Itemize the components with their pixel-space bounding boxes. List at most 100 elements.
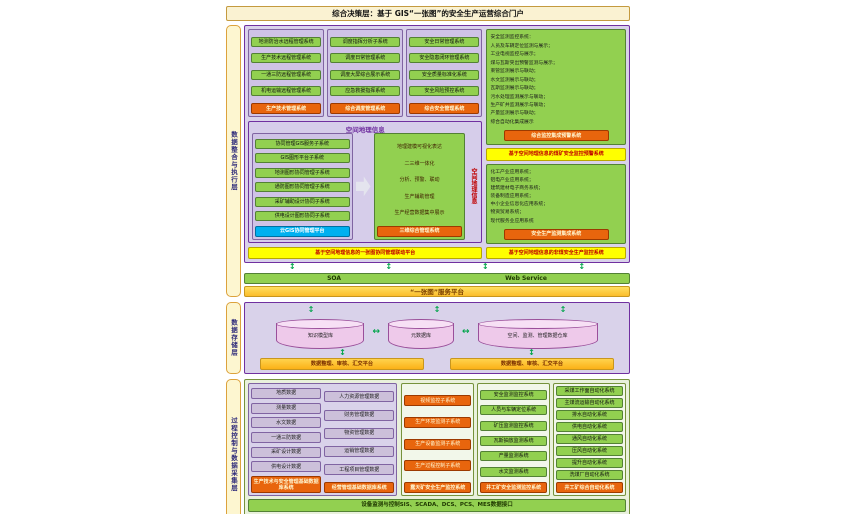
app-box-footer: 综合安全管理系统 <box>409 103 480 114</box>
proc-col-list: 采煤工作面自动化系统主煤流运输自动化系统排水自动化系统供电自动化系统通风自动化系… <box>556 386 623 481</box>
text-line: 污水处理监测展示与联动； <box>490 94 549 100</box>
proc-col-management-data: 人力资源管理数据财务管理数据物资管理数据运销管理数据工程项目管理数据 经营管理基… <box>324 386 395 494</box>
process-panel: 地质数据测量数据水文数据一通三防数据采矿设计数据供电设计数据 生产技术与安全管理… <box>244 379 630 514</box>
spatial-info-side-label: 空间地理信息 <box>469 168 477 205</box>
system-pill: 生产设备监测子系统 <box>404 438 472 450</box>
updown-arrow-icon: ↕ <box>433 306 441 314</box>
updown-arrow-icon: ↕ <box>288 263 296 271</box>
gis-title: 空间地理信息 <box>345 126 385 134</box>
device-interface-bar: 设备监测与控制SIS、SCADA、DCS、PCS、MES数据接口 <box>248 499 626 512</box>
text-line: 生产经营数据集中展示 <box>394 210 445 217</box>
system-pill: 主煤流运输自动化系统 <box>556 398 623 409</box>
system-pill: 产量监测系统 <box>480 451 548 462</box>
system-pill: 安全风险预控系统 <box>409 86 480 97</box>
system-pill: 安全质量标准化系统 <box>409 69 480 80</box>
system-pill: 人员与车辆定位系统 <box>480 405 548 416</box>
system-pill: 提升自动化系统 <box>556 458 623 469</box>
updown-arrow-icon: ↕ <box>481 263 489 271</box>
proc-col-video-monitor: 视频监控子系统生产环境监测子系统生产设备监测子系统生产过程控制子系统 露天矿安全… <box>401 383 475 497</box>
text-line: 分析、预警、联动 <box>399 177 440 184</box>
text-line: 化工产业应用系统； <box>490 169 534 175</box>
text-line: 生产矿井监测展示与联动； <box>490 102 549 108</box>
storage-connector-arrows: ↕ ↕ ↕ <box>248 306 626 314</box>
data-platform-bar-right: 数据整理、审核、汇交平台 <box>450 358 614 371</box>
data-pill: 财务管理数据 <box>324 409 395 421</box>
process-columns: 地质数据测量数据水文数据一通三防数据采矿设计数据供电设计数据 生产技术与安全管理… <box>248 383 626 497</box>
storage-lower-arrows: ↕ ↕ <box>248 349 626 357</box>
gis-3d-list: 地理建模可视化表达二三维一体化分析、预警、联动生产辅助管理生产经营数据集中展示 <box>377 136 463 225</box>
leftright-arrow-icon: ↔ <box>372 327 380 337</box>
system-pill: 通风自动化系统 <box>556 434 623 445</box>
text-line: 综合自动化集成展示 <box>490 119 534 125</box>
text-line: 束管监测展示与联动； <box>490 69 539 75</box>
text-line: 建筑建材电子商务系统； <box>490 185 544 191</box>
updown-arrow-icon: ↕ <box>559 306 567 314</box>
metadata-db-cylinder: 元数据库 <box>388 319 454 349</box>
proc-col-footer: 经营管理基础数据库系统 <box>324 482 395 494</box>
system-pill: 调度指挥分析子系统 <box>330 36 401 47</box>
onemap-service-platform-bar: “一张图”服务平台 <box>244 286 630 297</box>
system-pill: GIS图形平台子系统 <box>255 153 350 164</box>
system-pill: 瓦斯抽放监测系统 <box>480 435 548 446</box>
system-pill: 安全隐患闭环管理系统 <box>409 53 480 64</box>
integration-wrap: 地测防治水远程管理系统生产技术远程管理系统一通三防远程管理系统机电运输远程管理系… <box>244 25 630 297</box>
system-pill: 生产环境监测子系统 <box>404 416 472 428</box>
system-pill: 一通三防远程管理系统 <box>251 69 322 80</box>
decision-layer-banner: 综合决策层：基于 GIS“一张图”的安全生产运营综合门户 <box>226 6 630 21</box>
system-pill: 调度大屏综合展示系统 <box>330 69 401 80</box>
proc-col-safety-monitor: 安全监测监控系统人员与车辆定位系统矿压监测监控系统瓦斯抽放监测系统产量监测系统水… <box>477 383 551 497</box>
app-box-dispatch: 调度指挥分析子系统调度日常管理系统调度大屏综合展示系统应急救援指挥系统 综合调度… <box>327 29 404 117</box>
data-pill: 采矿设计数据 <box>251 446 322 458</box>
system-pill: 安全监测监控系统 <box>480 389 548 400</box>
industry-box: 化工产业应用系统；铝电产业应用系统；建筑建材电子商务系统；装备制造应用系统；中小… <box>486 163 626 244</box>
text-line: 中小企业信息化应用系统； <box>490 202 549 208</box>
system-pill: 通防图形协同管理子系统 <box>255 182 350 193</box>
rail-process-layer: 过程控制与数据采集层 <box>226 379 241 514</box>
proc-col-automation: 采煤工作面自动化系统主煤流运输自动化系统排水自动化系统供电自动化系统通风自动化系… <box>553 383 626 497</box>
proc-col-list: 视频监控子系统生产环境监测子系统生产设备监测子系统生产过程控制子系统 <box>404 386 472 480</box>
basic-data-group: 地质数据测量数据水文数据一通三防数据采矿设计数据供电设计数据 生产技术与安全管理… <box>248 383 398 497</box>
text-line: 产量监测展示与联动； <box>490 111 539 117</box>
text-line: 生产辅助管理 <box>404 193 435 200</box>
integration-right-column: 安全监测监控系统：人员及车辆定位监测与展示；工业电视监控与展示；煤与瓦斯突出预警… <box>486 29 626 259</box>
data-pill: 工程项目管理数据 <box>324 464 395 476</box>
proc-col-footer: 井工矿安全监测监控系统 <box>480 482 548 494</box>
app-box-row: 地测防治水远程管理系统生产技术远程管理系统一通三防远程管理系统机电运输远程管理系… <box>248 29 483 117</box>
app-box-production-tech: 地测防治水远程管理系统生产技术远程管理系统一通三防远程管理系统机电运输远程管理系… <box>248 29 325 117</box>
app-box-footer: 生产技术管理系统 <box>251 103 322 114</box>
database-row: 知识模型库 ↔ 元数据库 ↔ 空间、监测、管理数据仓库 <box>248 315 626 349</box>
app-box-list: 安全日常管理系统安全隐患闭环管理系统安全质量标准化系统安全风险预控系统 <box>409 32 480 101</box>
system-pill: 调度日常管理系统 <box>330 53 401 64</box>
system-pill: 矿压监测监控系统 <box>480 420 548 431</box>
data-pill: 人力资源管理数据 <box>324 391 395 403</box>
data-pill: 水文数据 <box>251 417 322 429</box>
text-line: 铝电产业应用系统； <box>490 177 534 183</box>
system-pill: 生产技术远程管理系统 <box>251 53 322 64</box>
text-line: 瓦斯监测展示与联动； <box>490 86 539 92</box>
integration-left-column: 地测防治水远程管理系统生产技术远程管理系统一通三防远程管理系统机电运输远程管理系… <box>248 29 483 259</box>
text-line: 地理建模可视化表达 <box>396 144 442 151</box>
monitor-footer: 综合监控集成预警系统 <box>503 130 609 142</box>
integration-panel: 地测防治水远程管理系统生产技术远程管理系统一通三防远程管理系统机电运输远程管理系… <box>244 25 630 263</box>
system-pill: 采煤工作面自动化系统 <box>556 386 623 397</box>
knowledge-model-db-cylinder: 知识模型库 <box>276 319 365 349</box>
system-pill: 协同管理GIS服务子系统 <box>255 138 350 149</box>
proc-col-footer: 生产技术与安全管理基础数据库系统 <box>251 476 322 494</box>
coal-monitor-strip: 基于空间地理信息的煤矿安全监控预警系统 <box>486 148 626 161</box>
system-pill: 压风自动化系统 <box>556 446 623 457</box>
data-pill: 供电设计数据 <box>251 461 322 473</box>
text-line: 二三维一体化 <box>404 160 435 167</box>
proc-col-production-data: 地质数据测量数据水文数据一通三防数据采矿设计数据供电设计数据 生产技术与安全管理… <box>251 386 322 494</box>
system-pill: 排水自动化系统 <box>556 410 623 421</box>
soa-label: SOA <box>327 275 341 282</box>
updown-arrow-icon: ↕ <box>528 349 535 357</box>
text-line: 物资贸易系统； <box>490 210 525 216</box>
text-line: 现代服务业应用系统 <box>490 218 534 224</box>
leftright-arrow-icon: ↔ <box>462 327 470 337</box>
system-pill: 洗煤厂自动化系统 <box>556 470 623 481</box>
text-line: 煤与瓦斯突出预警监测与展示； <box>490 60 558 66</box>
onemap-platform-strip: 基于空间地理信息的一张图协同管理联动平台 <box>248 246 483 259</box>
